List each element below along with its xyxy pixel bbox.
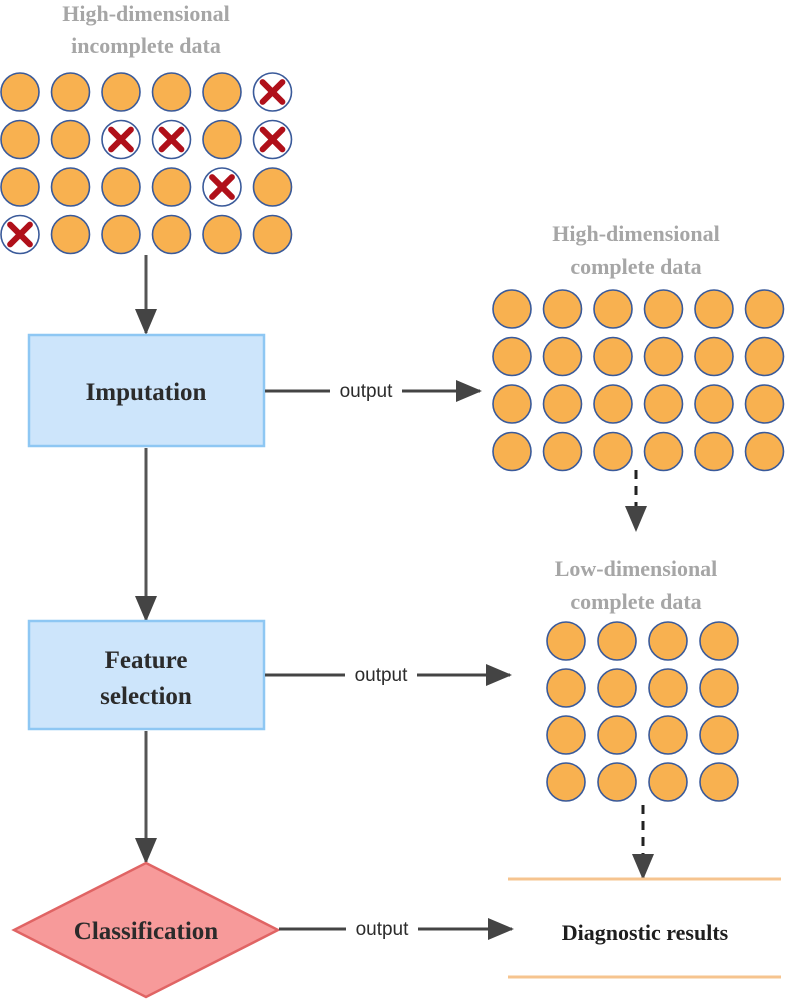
missing-x-icon — [259, 79, 286, 105]
data-value-dot — [694, 431, 734, 472]
data-value-dot — [744, 431, 785, 472]
output-label-bg-3 — [346, 918, 418, 940]
data-value-dot — [643, 384, 684, 424]
data-value-dot — [101, 72, 141, 112]
missing-x-icon — [259, 126, 286, 153]
complete-title-line1: High-dimensional — [552, 221, 719, 246]
data-value-dot — [542, 431, 583, 472]
data-value-dot — [643, 336, 684, 377]
data-value-dot — [101, 214, 141, 255]
data-value-dot — [744, 336, 785, 377]
output-label-bg-1 — [330, 380, 402, 402]
data-value-dot — [593, 384, 633, 424]
data-value-dot — [648, 762, 688, 802]
data-value-dot — [546, 668, 586, 708]
missing-x-icon — [7, 221, 33, 248]
data-value-dot — [546, 715, 586, 755]
data-value-dot — [643, 289, 684, 329]
data-value-dot — [694, 336, 734, 377]
data-value-dot — [0, 167, 40, 207]
reduced-title-line2: complete data — [570, 589, 701, 614]
data-value-dot — [101, 167, 141, 207]
data-value-dot — [492, 431, 532, 472]
data-value-dot — [694, 384, 734, 424]
data-value-dot — [593, 336, 633, 377]
data-value-dot — [50, 167, 91, 207]
output-label-1: output — [340, 381, 394, 402]
data-value-dot — [597, 762, 637, 802]
data-value-dot — [151, 72, 192, 112]
data-value-dot — [0, 119, 40, 160]
data-value-dot — [252, 214, 293, 255]
data-value-dot — [492, 289, 532, 329]
data-value-dot — [699, 762, 739, 802]
output-label-bg-2 — [345, 664, 417, 686]
data-value-dot — [648, 668, 688, 708]
data-value-dot — [597, 715, 637, 755]
complete-title-line2: complete data — [570, 254, 701, 279]
reduced-title-line1: Low-dimensional — [555, 556, 718, 581]
feature-selection-label-line1: Feature — [105, 647, 188, 674]
feature-selection-box — [27, 619, 266, 731]
data-value-dot — [699, 668, 739, 708]
data-value-dot — [50, 119, 91, 160]
data-value-dot — [597, 668, 637, 708]
data-value-dot — [202, 72, 242, 112]
data-value-dot — [542, 289, 583, 329]
incomplete-data-grid — [0, 72, 293, 255]
data-value-dot — [492, 384, 532, 424]
incomplete-title-line1: High-dimensional — [62, 1, 229, 26]
output-label-2: output — [355, 665, 409, 686]
data-value-dot — [151, 214, 192, 255]
data-value-dot — [694, 289, 734, 329]
imputation-label: Imputation — [86, 379, 207, 406]
data-value-dot — [699, 621, 739, 661]
data-value-dot — [597, 621, 637, 661]
data-value-dot — [546, 762, 586, 802]
data-value-dot — [151, 167, 192, 207]
output-label-3: output — [356, 919, 410, 940]
data-value-dot — [648, 715, 688, 755]
data-value-dot — [699, 715, 739, 755]
data-value-dot — [0, 72, 40, 112]
incomplete-title-line2: incomplete data — [71, 33, 221, 58]
data-value-dot — [492, 336, 532, 377]
complete-data-grid — [492, 289, 785, 472]
data-value-dot — [202, 214, 242, 255]
data-value-dot — [593, 431, 633, 472]
missing-x-icon — [158, 126, 185, 153]
feature-selection-label-line2: selection — [100, 683, 192, 710]
data-value-dot — [202, 119, 242, 160]
data-value-dot — [252, 167, 293, 207]
diagnostic-results-label: Diagnostic results — [562, 920, 729, 945]
data-value-dot — [546, 621, 586, 661]
missing-x-icon — [209, 174, 235, 200]
data-value-dot — [744, 384, 785, 424]
missing-x-icon — [108, 126, 134, 153]
data-value-dot — [50, 72, 91, 112]
reduced-data-grid — [546, 621, 739, 802]
classification-diamond — [11, 861, 281, 999]
data-value-dot — [593, 289, 633, 329]
data-value-dot — [542, 336, 583, 377]
data-value-dot — [542, 384, 583, 424]
data-value-dot — [744, 289, 785, 329]
classification-label: Classification — [74, 918, 219, 945]
data-value-dot — [648, 621, 688, 661]
imputation-box — [27, 333, 266, 448]
data-value-dot — [50, 214, 91, 255]
data-value-dot — [643, 431, 684, 472]
